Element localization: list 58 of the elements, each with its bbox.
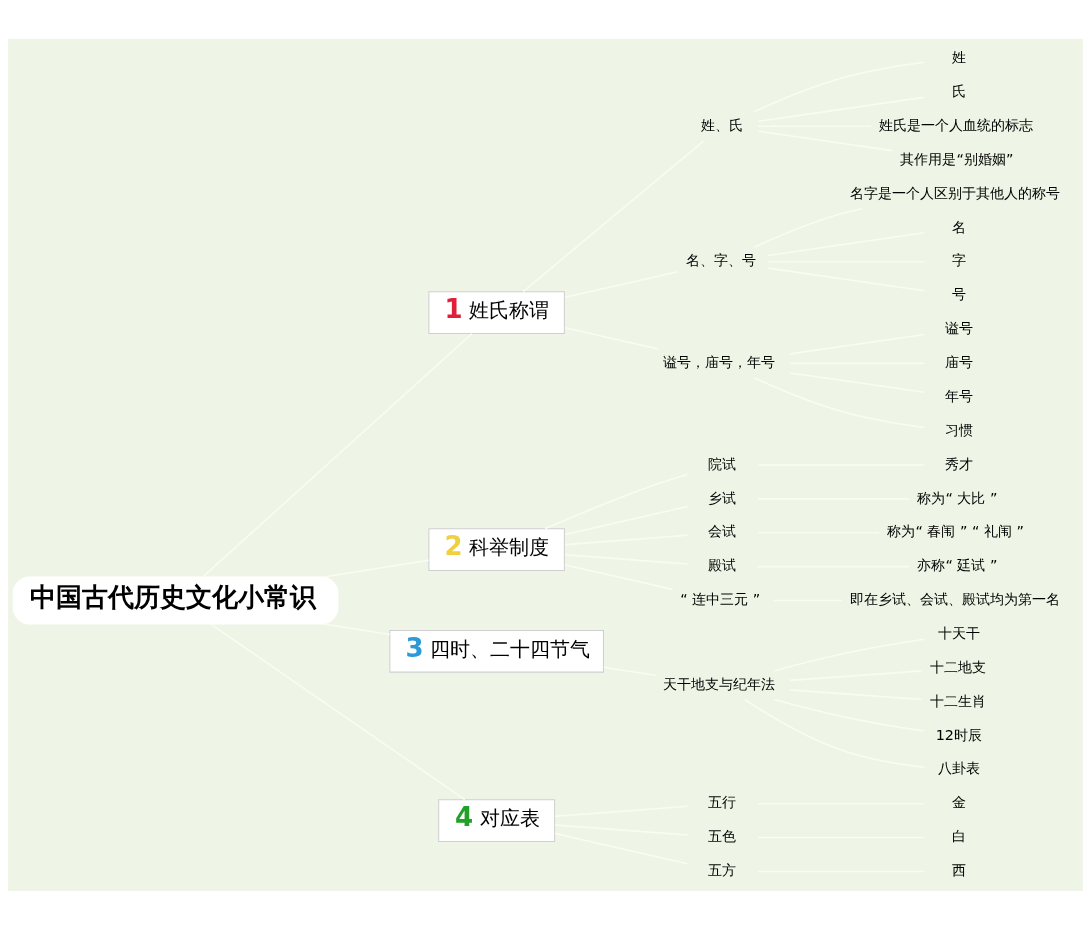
node-text: 氏 xyxy=(951,82,966,99)
node-text: 12时辰 xyxy=(935,726,982,743)
connector xyxy=(564,563,674,590)
node-text: 殿试 xyxy=(707,556,736,573)
connector xyxy=(564,553,689,565)
node-text: 乡试 xyxy=(707,489,736,506)
node-text: 名字是一个人区别于其他人的称号 xyxy=(849,184,1060,201)
node-box: 中国古代历史文化小常识 xyxy=(12,575,339,625)
node-text: 即在乡试、会试、殿试均为第一名 xyxy=(849,590,1060,607)
connector xyxy=(323,622,391,635)
connector xyxy=(564,270,679,298)
connector xyxy=(522,139,705,292)
connector xyxy=(564,505,689,535)
node-text: 姓、氏 xyxy=(700,116,743,133)
node-text: 五方 xyxy=(707,861,736,878)
node-text: 十二生肖 xyxy=(929,692,986,709)
node-text: 姓氏是一个人血统的标志 xyxy=(879,116,1033,133)
connector xyxy=(603,666,657,676)
connector xyxy=(202,332,473,578)
node-text: “ 连中三元 ” xyxy=(680,590,761,607)
node-text: 名、字、号 xyxy=(685,251,756,268)
connector xyxy=(544,473,689,529)
node-text: 号 xyxy=(951,285,966,302)
node-text: 五色 xyxy=(707,827,736,844)
node-text: 庙号 xyxy=(944,353,973,370)
connector xyxy=(564,326,659,350)
node-text: 西 xyxy=(951,861,966,878)
connector xyxy=(210,622,466,800)
node-text: 天干地支与纪年法 xyxy=(663,675,776,692)
node-box: 3 四时、二十四节气 xyxy=(389,629,604,673)
node-text: 院试 xyxy=(707,455,736,472)
connector xyxy=(554,823,689,836)
node-text: 会试 xyxy=(707,522,736,539)
node-text: 年号 xyxy=(944,387,973,404)
node-text: 谥号，庙号，年号 xyxy=(663,353,776,370)
node-box: 4 对应表 xyxy=(438,798,556,842)
node-text: 谥号 xyxy=(944,319,973,336)
node-text: 白 xyxy=(951,827,966,844)
node-text: 八卦表 xyxy=(937,759,980,776)
connector xyxy=(323,559,430,578)
node-text: 五行 xyxy=(707,793,736,810)
node-text: 称为“ 春闱 ” “ 礼闱 ” xyxy=(887,522,1024,539)
node-text: 十天干 xyxy=(937,624,980,641)
connector xyxy=(554,805,689,817)
node-box: 2 科举制度 xyxy=(428,527,565,571)
node-text: 十二地支 xyxy=(929,658,986,675)
node-text: 秀才 xyxy=(944,455,973,472)
node-text: 其作用是“别婚姻” xyxy=(900,150,1014,167)
node-box: 1 姓氏称谓 xyxy=(428,290,565,334)
node-text: 名 xyxy=(951,218,966,235)
connector xyxy=(564,534,689,545)
node-text: 字 xyxy=(951,251,966,268)
node-text: 金 xyxy=(951,793,966,810)
connector xyxy=(554,832,689,865)
node-text: 称为“ 大比 ” xyxy=(917,489,998,506)
node-text: 亦称“ 廷试 ” xyxy=(917,556,998,573)
node-text: 习惯 xyxy=(944,421,973,438)
node-text: 姓 xyxy=(951,48,966,65)
